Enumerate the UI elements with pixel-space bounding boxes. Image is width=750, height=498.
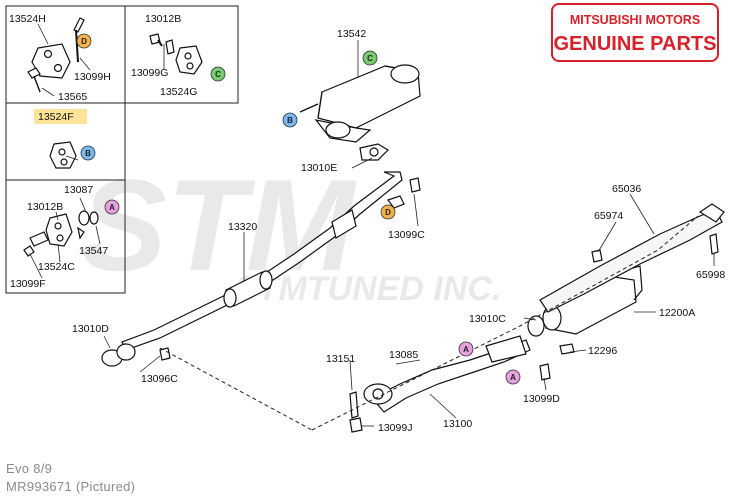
hanger-13524h-drawing (27, 17, 85, 93)
svg-text:A: A (463, 345, 469, 354)
label-13085: 13085 (389, 349, 418, 361)
label-13099d: 13099D (523, 393, 560, 405)
caption-part-number: MR993671 (Pictured) (6, 479, 136, 494)
label-13524f: 13524F (38, 111, 74, 123)
part-labels: 13524H 13099H 13565 13012B 13099G 13524G… (9, 13, 725, 434)
label-13524h: 13524H (9, 13, 46, 25)
svg-text:B: B (85, 149, 91, 158)
exhaust-pipes (101, 64, 725, 433)
caption-model: Evo 8/9 (6, 461, 53, 476)
label-12296: 12296 (588, 345, 617, 357)
label-13547: 13547 (79, 245, 108, 257)
label-13010c: 13010C (469, 313, 506, 325)
label-13099c: 13099C (388, 229, 425, 241)
marker-a-inset: A (104, 199, 120, 215)
label-13151: 13151 (326, 353, 355, 365)
brand-line-1: MITSUBISHI MOTORS (570, 13, 700, 27)
heat-shield (539, 209, 723, 313)
svg-text:C: C (367, 54, 373, 63)
marker-c-inset: C (210, 66, 226, 82)
label-13565: 13565 (58, 91, 87, 103)
watermark: STM STMTUNED INC. (80, 152, 501, 308)
marker-a-frontpipe: A (458, 341, 474, 357)
svg-text:C: C (215, 70, 221, 79)
leader-lines (29, 23, 715, 427)
svg-text:A: A (109, 203, 115, 212)
label-13087: 13087 (64, 184, 93, 196)
svg-text:B: B (287, 116, 293, 125)
label-12200a: 12200A (659, 307, 695, 319)
label-65036: 65036 (612, 183, 641, 195)
watermark-logo: STM (80, 152, 357, 298)
marker-d-pipe: D (380, 204, 396, 220)
label-13100: 13100 (443, 418, 472, 430)
marker-b-inset: B (80, 145, 96, 161)
connection-markers: D C B A C B D A (76, 33, 521, 385)
gasket-13010c (527, 315, 545, 337)
label-65974: 65974 (594, 210, 623, 222)
svg-text:A: A (510, 373, 516, 382)
genuine-parts-stamp: MITSUBISHI MOTORS GENUINE PARTS (551, 3, 719, 62)
label-13320: 13320 (228, 221, 257, 233)
label-13099g: 13099G (131, 67, 168, 79)
hanger-13524f-drawing (49, 141, 77, 169)
label-13524g: 13524G (160, 86, 197, 98)
label-13524c: 13524C (38, 261, 75, 273)
hanger-13524c-drawing (23, 210, 99, 257)
label-13099f: 13099F (10, 278, 46, 290)
label-13010d: 13010D (72, 323, 109, 335)
label-13012b-top: 13012B (145, 13, 181, 25)
inset-hanger-g (124, 5, 239, 104)
label-13099h: 13099H (74, 71, 111, 83)
label-13010e: 13010E (301, 162, 337, 174)
marker-d-letter: D (81, 37, 87, 46)
label-13542: 13542 (337, 28, 366, 40)
label-13096c: 13096C (141, 373, 178, 385)
highlight-13524f (34, 109, 87, 124)
marker-d-circle (76, 33, 92, 49)
inset-hanger-c (5, 179, 126, 294)
label-13012b-left: 13012B (27, 201, 63, 213)
label-13099j: 13099J (378, 422, 412, 434)
svg-text:D: D (385, 208, 391, 217)
marker-b-muffler: B (282, 112, 298, 128)
inset-boxes (5, 5, 239, 294)
marker-d-inset: D (76, 33, 92, 49)
hanger-13524g-drawing (149, 33, 203, 75)
marker-a-bracket: A (505, 369, 521, 385)
marker-c-muffler: C (362, 50, 378, 66)
assembly-dashed-outline (159, 215, 699, 431)
brand-line-2: GENUINE PARTS (554, 33, 717, 55)
label-65998: 65998 (696, 269, 725, 281)
